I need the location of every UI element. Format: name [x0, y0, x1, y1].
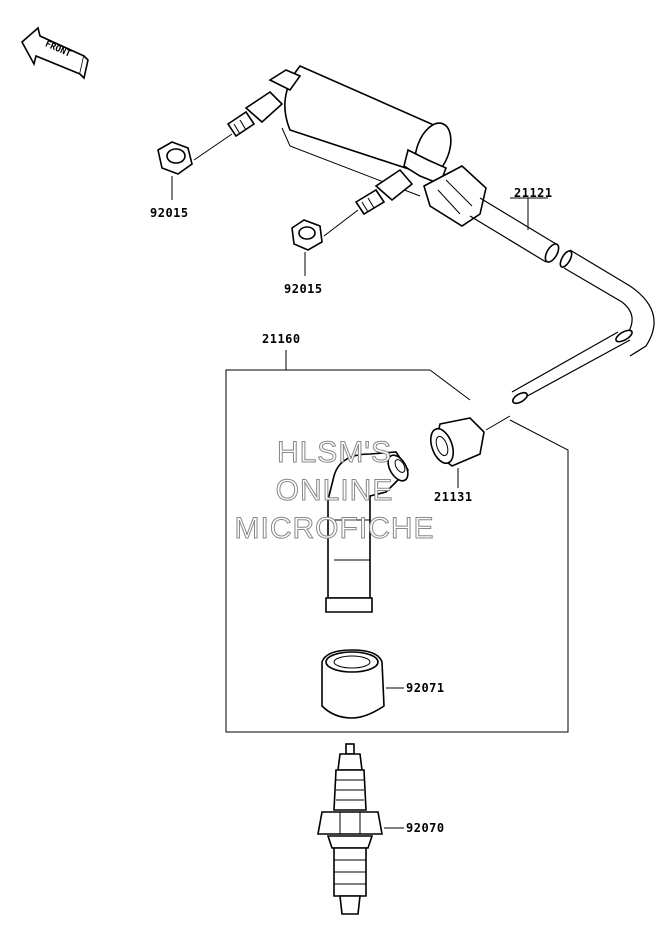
nut-92015-lower	[291, 209, 359, 276]
seal-92071	[321, 649, 404, 719]
watermark-line-1: HLSM'S	[276, 436, 393, 470]
part-label-21131: 21131	[434, 490, 473, 504]
spark-plug-92070	[317, 743, 404, 915]
part-label-21160: 21160	[262, 332, 301, 346]
plug-cap-assembly-box	[225, 350, 569, 733]
watermark-line-2: ONLINE	[275, 474, 394, 508]
high-tension-lead	[469, 197, 655, 405]
part-label-92071: 92071	[406, 681, 445, 695]
nut-92015-upper	[157, 133, 233, 200]
plug-cap-elbow	[325, 451, 410, 613]
part-label-92015-lower: 92015	[284, 282, 323, 296]
ignition-coil	[226, 65, 487, 227]
front-arrow-icon: FRONT	[20, 26, 89, 80]
watermark-line-3: MICROFICHE	[234, 512, 435, 546]
cap-connector-21131	[429, 415, 511, 488]
part-label-21121: 21121	[514, 186, 553, 200]
part-label-92070: 92070	[406, 821, 445, 835]
part-label-92015-upper: 92015	[150, 206, 189, 220]
